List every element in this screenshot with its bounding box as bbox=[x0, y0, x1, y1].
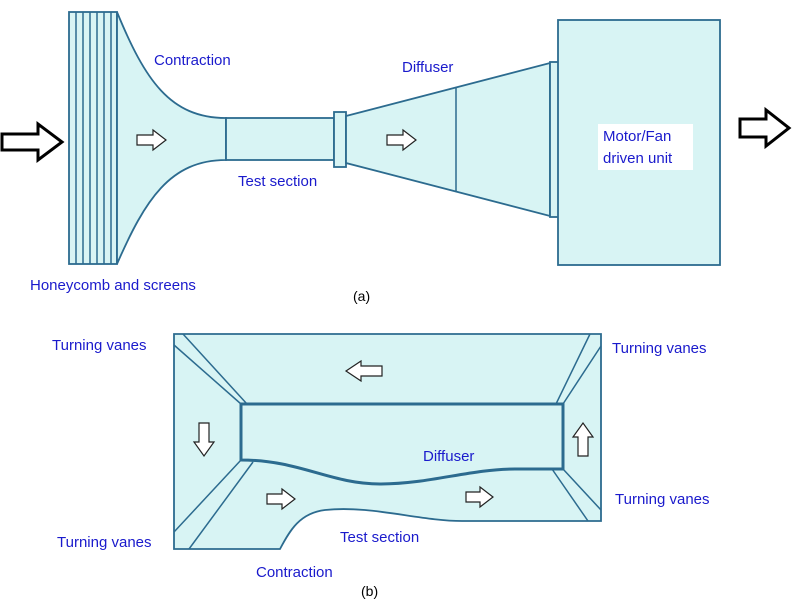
flow-arrow-right-icon bbox=[465, 485, 494, 509]
honeycomb-and-screens bbox=[68, 11, 118, 265]
label-diffuser: Diffuser bbox=[423, 448, 474, 465]
label-motor-line1: Motor/Fan bbox=[603, 128, 671, 145]
open-circuit-tunnel: Contraction Diffuser Test section Honeyc… bbox=[0, 11, 792, 304]
diffuser bbox=[345, 61, 551, 218]
label-contraction: Contraction bbox=[256, 564, 333, 581]
flow-arrow-icon bbox=[386, 128, 417, 152]
test-section-flange bbox=[333, 111, 347, 168]
label-contraction: Contraction bbox=[154, 52, 231, 69]
label-turning-vanes-top-right: Turning vanes bbox=[612, 340, 707, 357]
turning-vanes-top-left bbox=[173, 333, 248, 405]
label-motor-line2: driven unit bbox=[603, 150, 673, 167]
label-turning-vanes-bottom-right: Turning vanes bbox=[615, 491, 710, 508]
turning-vanes-bottom-right bbox=[551, 468, 602, 522]
flow-arrow-icon bbox=[136, 128, 167, 152]
test-section bbox=[225, 117, 335, 161]
flow-arrow-right-icon bbox=[266, 487, 296, 511]
motor-label-box bbox=[598, 124, 693, 170]
label-test-section: Test section bbox=[238, 173, 317, 190]
label-turning-vanes-bottom-left: Turning vanes bbox=[57, 534, 152, 551]
label-test-section: Test section bbox=[340, 529, 419, 546]
closed-circuit-tunnel: Turning vanes Turning vanes Turning vane… bbox=[52, 333, 710, 599]
label-diffuser: Diffuser bbox=[402, 59, 453, 76]
flow-arrow-left-icon bbox=[344, 359, 383, 383]
label-honeycomb: Honeycomb and screens bbox=[30, 277, 196, 294]
contraction bbox=[116, 11, 227, 265]
label-turning-vanes-top-left: Turning vanes bbox=[52, 337, 147, 354]
outlet-arrow-icon bbox=[738, 106, 792, 150]
circuit-inner-wall bbox=[239, 402, 565, 486]
caption-b: (b) bbox=[361, 583, 378, 599]
caption-a: (a) bbox=[353, 288, 370, 304]
flow-arrow-up-icon bbox=[571, 421, 595, 457]
flow-arrow-down-icon bbox=[192, 422, 216, 458]
inlet-arrow-icon bbox=[0, 121, 65, 163]
turning-vanes-top-right bbox=[555, 333, 602, 405]
turning-vanes-bottom-left bbox=[173, 459, 254, 550]
